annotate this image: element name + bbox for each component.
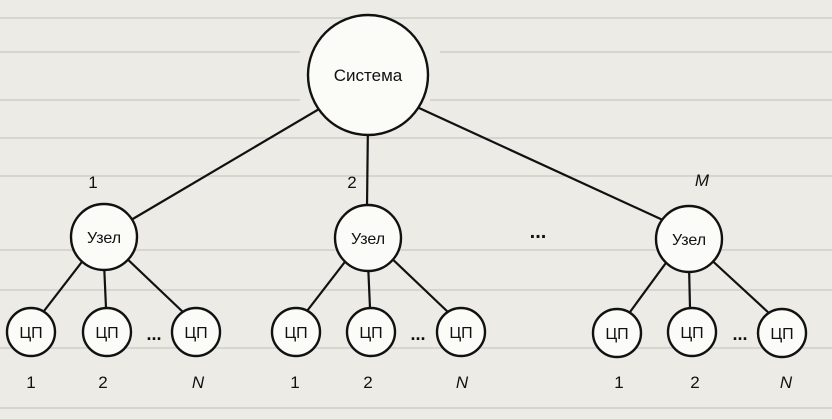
cpu-index: N: [780, 373, 793, 392]
edge-node-1-cpu-1: [43, 253, 89, 312]
cpu-circle: [345, 306, 397, 358]
edge-root-node-m: [405, 101, 666, 222]
cpu-circle: [170, 306, 222, 358]
cpu-index: 2: [690, 373, 699, 392]
cpu-circle: [756, 307, 808, 359]
node-index-m: M: [695, 171, 710, 190]
cpu-circle: [666, 306, 718, 358]
nodes-ellipsis: ...: [530, 221, 547, 243]
cpu-index: 1: [290, 373, 299, 392]
cpu-circle: [591, 307, 643, 359]
edge-node-2-cpu-n: [385, 252, 450, 314]
node-2: Узел: [333, 203, 403, 273]
edge-node-m-cpu-n: [705, 254, 771, 315]
cpu-label: ЦП: [605, 326, 628, 343]
cpu-index: 2: [98, 373, 107, 392]
cpu-ellipsis: ...: [732, 324, 747, 344]
cpu-label: ЦП: [359, 325, 382, 342]
node-index-1: 1: [88, 173, 97, 192]
cpu-label: ЦП: [95, 325, 118, 342]
edge-root-node-1: [130, 101, 332, 221]
node-index-2: 2: [347, 173, 356, 192]
cpu-ellipsis: ...: [410, 324, 425, 344]
cpu-label: ЦП: [770, 326, 793, 343]
cpu-circle: [270, 306, 322, 358]
node-m: Узел: [654, 204, 724, 274]
cpu-group-m: ЦП ЦП ... ЦП 1 2 N: [591, 306, 808, 392]
cpu-edges: [43, 252, 771, 315]
edge-node-2-cpu-1: [306, 253, 352, 312]
cpu-circle: [81, 306, 133, 358]
root-label: Система: [334, 66, 403, 85]
cpu-label: ЦП: [284, 325, 307, 342]
node-label: Узел: [672, 232, 706, 249]
cpu-label: ЦП: [680, 325, 703, 342]
edge-node-m-cpu-1: [629, 255, 672, 313]
cpu-group-2: ЦП ЦП ... ЦП 1 2 N: [270, 306, 487, 392]
cpu-index: 1: [614, 373, 623, 392]
cpu-index: 2: [363, 373, 372, 392]
cpu-ellipsis: ...: [146, 324, 161, 344]
cpu-circle: [5, 306, 57, 358]
node-label: Узел: [87, 230, 121, 247]
cpu-group-1: ЦП ЦП ... ЦП 1 2 N: [5, 306, 222, 392]
edge-node-1-cpu-n: [120, 252, 185, 314]
node-label: Узел: [351, 231, 385, 248]
cpu-label: ЦП: [184, 325, 207, 342]
cpu-label: ЦП: [449, 325, 472, 342]
cpu-circle: [435, 306, 487, 358]
root-node: Система: [306, 13, 430, 137]
node-1: Узел: [69, 202, 139, 272]
cpu-index: 1: [26, 373, 35, 392]
cpu-index: N: [456, 373, 469, 392]
cpu-index: N: [192, 373, 205, 392]
cpu-label: ЦП: [19, 325, 42, 342]
